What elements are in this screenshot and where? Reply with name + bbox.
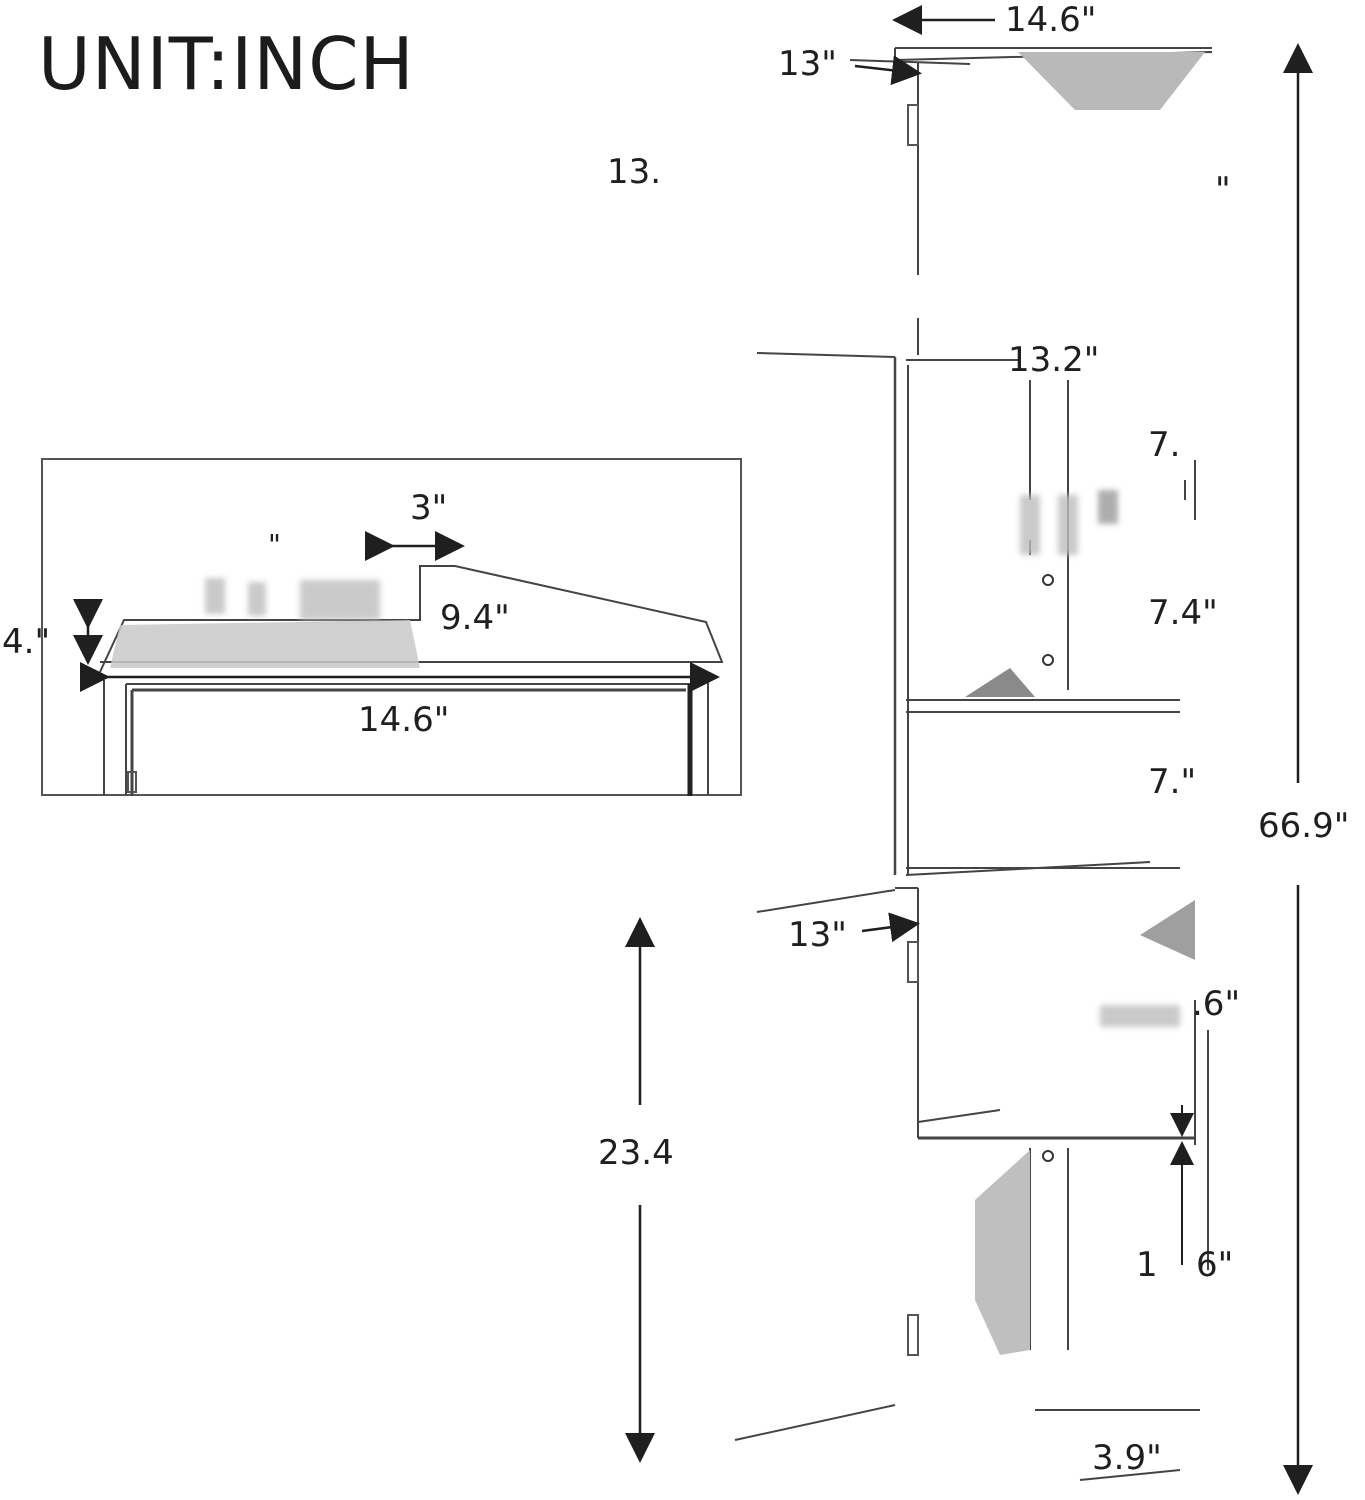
detail-top-profile	[99, 565, 724, 796]
door-smudge	[1100, 1005, 1180, 1027]
shelf-thick-label: 1	[1136, 1245, 1158, 1285]
detail-width-label: 14.6"	[358, 700, 450, 740]
lower-depth-label: 13"	[788, 915, 847, 955]
upper-right-partial-label: "	[1215, 170, 1231, 210]
detail-partial-label: "	[268, 528, 281, 561]
shelf-gap-2-label: 7.4"	[1148, 593, 1218, 633]
top-shaded-area	[1018, 52, 1205, 110]
bolt-icon	[1042, 1150, 1054, 1162]
shelf-smudge	[1020, 495, 1040, 555]
detail-depth-label: 3"	[410, 488, 448, 528]
base-hinge-icon	[907, 1314, 919, 1356]
detail-inset-frame	[41, 458, 742, 796]
detail-hinge-icon	[127, 771, 137, 793]
detail-thickness-label: 4."	[2, 622, 51, 662]
unit-title: UNIT:INCH	[38, 22, 415, 106]
bolt-icon	[1042, 574, 1054, 586]
detail-diagonal-label: 9.4"	[440, 598, 510, 638]
top-width-label: 14.6"	[1005, 0, 1097, 40]
lower-height-label: 23.4	[598, 1133, 674, 1173]
detail-shaded-top	[110, 620, 420, 668]
door-shade	[1140, 900, 1195, 960]
shelf-smudge	[1098, 490, 1118, 524]
detail-smudge	[205, 578, 225, 614]
top-depth-label: 13"	[778, 44, 837, 84]
shelf-gap-3-label: 7."	[1148, 762, 1197, 802]
shelf-span-label: 13.2"	[1008, 340, 1100, 380]
detail-smudge	[300, 580, 380, 620]
lower-depth-arrow	[861, 912, 920, 943]
bolt-icon	[1042, 654, 1054, 666]
base-height-label: 3.9"	[1092, 1438, 1162, 1478]
upper-side-label: 13.	[607, 152, 662, 192]
shelf-shade-1	[965, 668, 1035, 697]
shelf-thick-suffix-label: 6"	[1196, 1245, 1234, 1285]
shelf-smudge	[1058, 495, 1078, 555]
lower-shade	[975, 1150, 1030, 1355]
detail-smudge	[248, 582, 266, 616]
lower-hinge-icon	[907, 941, 919, 983]
top-depth-arrow	[854, 55, 922, 86]
upper-hinge-icon	[907, 104, 919, 146]
door-gap-label: .6"	[1192, 984, 1241, 1024]
shelf-gap-1-label: 7.	[1148, 425, 1181, 465]
cabinet-outline	[734, 47, 1213, 1481]
total-height-label: 66.9"	[1258, 806, 1350, 846]
